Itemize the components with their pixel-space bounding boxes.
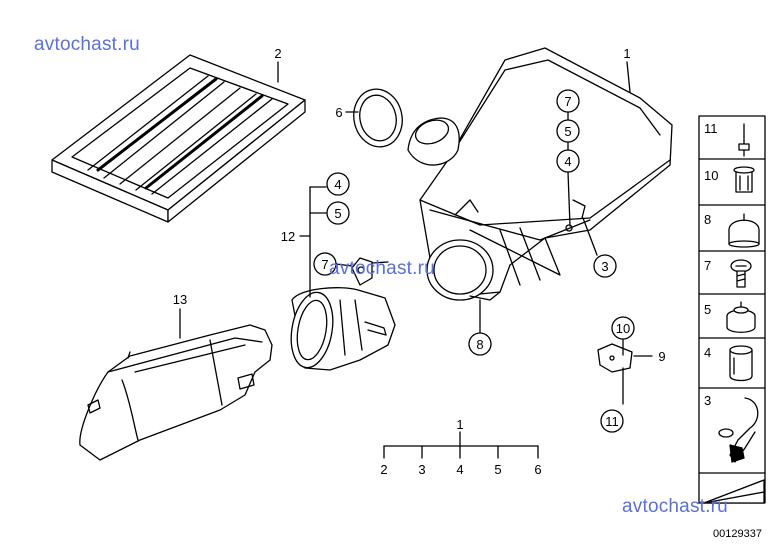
tree-child-label: 2 [380, 462, 387, 477]
callout-13: 13 [173, 292, 187, 307]
callout-circles [313, 89, 635, 433]
callout-3: 3 [601, 259, 608, 274]
callout-4a: 4 [564, 154, 571, 169]
tree-child-label: 6 [534, 462, 541, 477]
retaining-clip [597, 343, 633, 373]
catalog-code: 00129337 [713, 528, 762, 540]
callout-labels: 1 2 6 7 5 4 3 8 4 5 12 7 13 10 9 11 1 2 … [173, 46, 666, 477]
tree-root-label: 1 [456, 417, 463, 432]
wedge-icon [703, 479, 765, 504]
clamp-icon [718, 397, 759, 463]
watermark: avtochast.ru [34, 34, 140, 55]
air-filter-housing [407, 47, 673, 301]
legend-labels: 11 10 8 7 5 4 3 [704, 121, 718, 408]
leader-lines [179, 61, 653, 459]
callout-6: 6 [335, 105, 342, 120]
legend-label: 3 [704, 393, 711, 408]
legend-label: 10 [704, 168, 718, 183]
screw-icon [730, 259, 752, 288]
air-filter-element [51, 54, 306, 223]
callout-10: 10 [616, 321, 630, 336]
callout-12: 12 [281, 229, 295, 244]
intake-snorkel [79, 324, 273, 461]
rubber-mount-icon [728, 213, 760, 248]
callout-2: 2 [274, 46, 281, 61]
legend-label: 7 [704, 258, 711, 273]
legend-label: 8 [704, 212, 711, 227]
callout-1: 1 [623, 46, 630, 61]
tree-child-label: 4 [456, 462, 463, 477]
legend-label: 11 [704, 121, 718, 136]
watermark: avtochast.ru [622, 496, 728, 517]
rubber-bushing-icon [729, 345, 753, 382]
rivet-icon [738, 123, 750, 157]
fastener-legend [698, 115, 766, 504]
tree-child-label: 5 [494, 462, 501, 477]
gasket-ring [353, 88, 403, 148]
callout-7b: 7 [321, 257, 328, 272]
callout-5a: 5 [564, 124, 571, 139]
intake-duct-assembly [290, 257, 396, 371]
watermark: avtochast.ru [329, 258, 435, 279]
callout-8: 8 [476, 337, 483, 352]
callout-4b: 4 [334, 177, 341, 192]
callout-9: 9 [658, 349, 665, 364]
legend-label: 5 [704, 302, 711, 317]
callout-11: 11 [605, 414, 619, 429]
legend-label: 4 [704, 345, 711, 360]
callout-5b: 5 [334, 206, 341, 221]
grommet-icon [726, 301, 756, 333]
callout-7a: 7 [564, 94, 571, 109]
expanding-nut-icon [733, 166, 755, 193]
tree-child-label: 3 [418, 462, 425, 477]
